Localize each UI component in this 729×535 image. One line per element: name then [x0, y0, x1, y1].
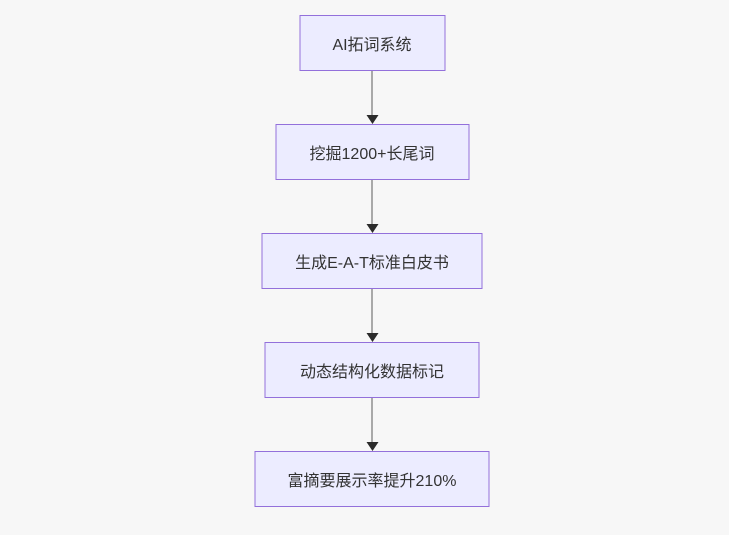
arrow-head-icon	[366, 224, 378, 233]
flow-arrow	[366, 398, 378, 451]
flow-node-label: 挖掘1200+长尾词	[309, 146, 435, 163]
flow-arrow	[366, 289, 378, 342]
flow-node-label: 生成E-A-T标准白皮书	[295, 255, 449, 272]
arrow-line	[371, 71, 373, 115]
flow-arrow	[366, 71, 378, 124]
flow-node-label: AI拓词系统	[332, 37, 412, 54]
arrow-head-icon	[366, 442, 378, 451]
flow-node-ai-system: AI拓词系统	[299, 15, 445, 71]
flow-node-longtail-keywords: 挖掘1200+长尾词	[275, 124, 469, 180]
flow-node-label: 动态结构化数据标记	[299, 364, 444, 381]
flow-node-label: 富摘要展示率提升210%	[287, 473, 457, 490]
flow-node-eat-whitepaper: 生成E-A-T标准白皮书	[261, 233, 483, 289]
arrow-line	[371, 289, 373, 333]
flow-arrow	[366, 180, 378, 233]
flow-node-rich-snippet-result: 富摘要展示率提升210%	[254, 451, 490, 507]
arrow-line	[371, 180, 373, 224]
arrow-head-icon	[366, 333, 378, 342]
flowchart: AI拓词系统 挖掘1200+长尾词 生成E-A-T标准白皮书 动态结构化数据标记	[254, 15, 490, 507]
flow-node-structured-data: 动态结构化数据标记	[264, 342, 480, 398]
arrow-line	[371, 398, 373, 442]
arrow-head-icon	[366, 115, 378, 124]
